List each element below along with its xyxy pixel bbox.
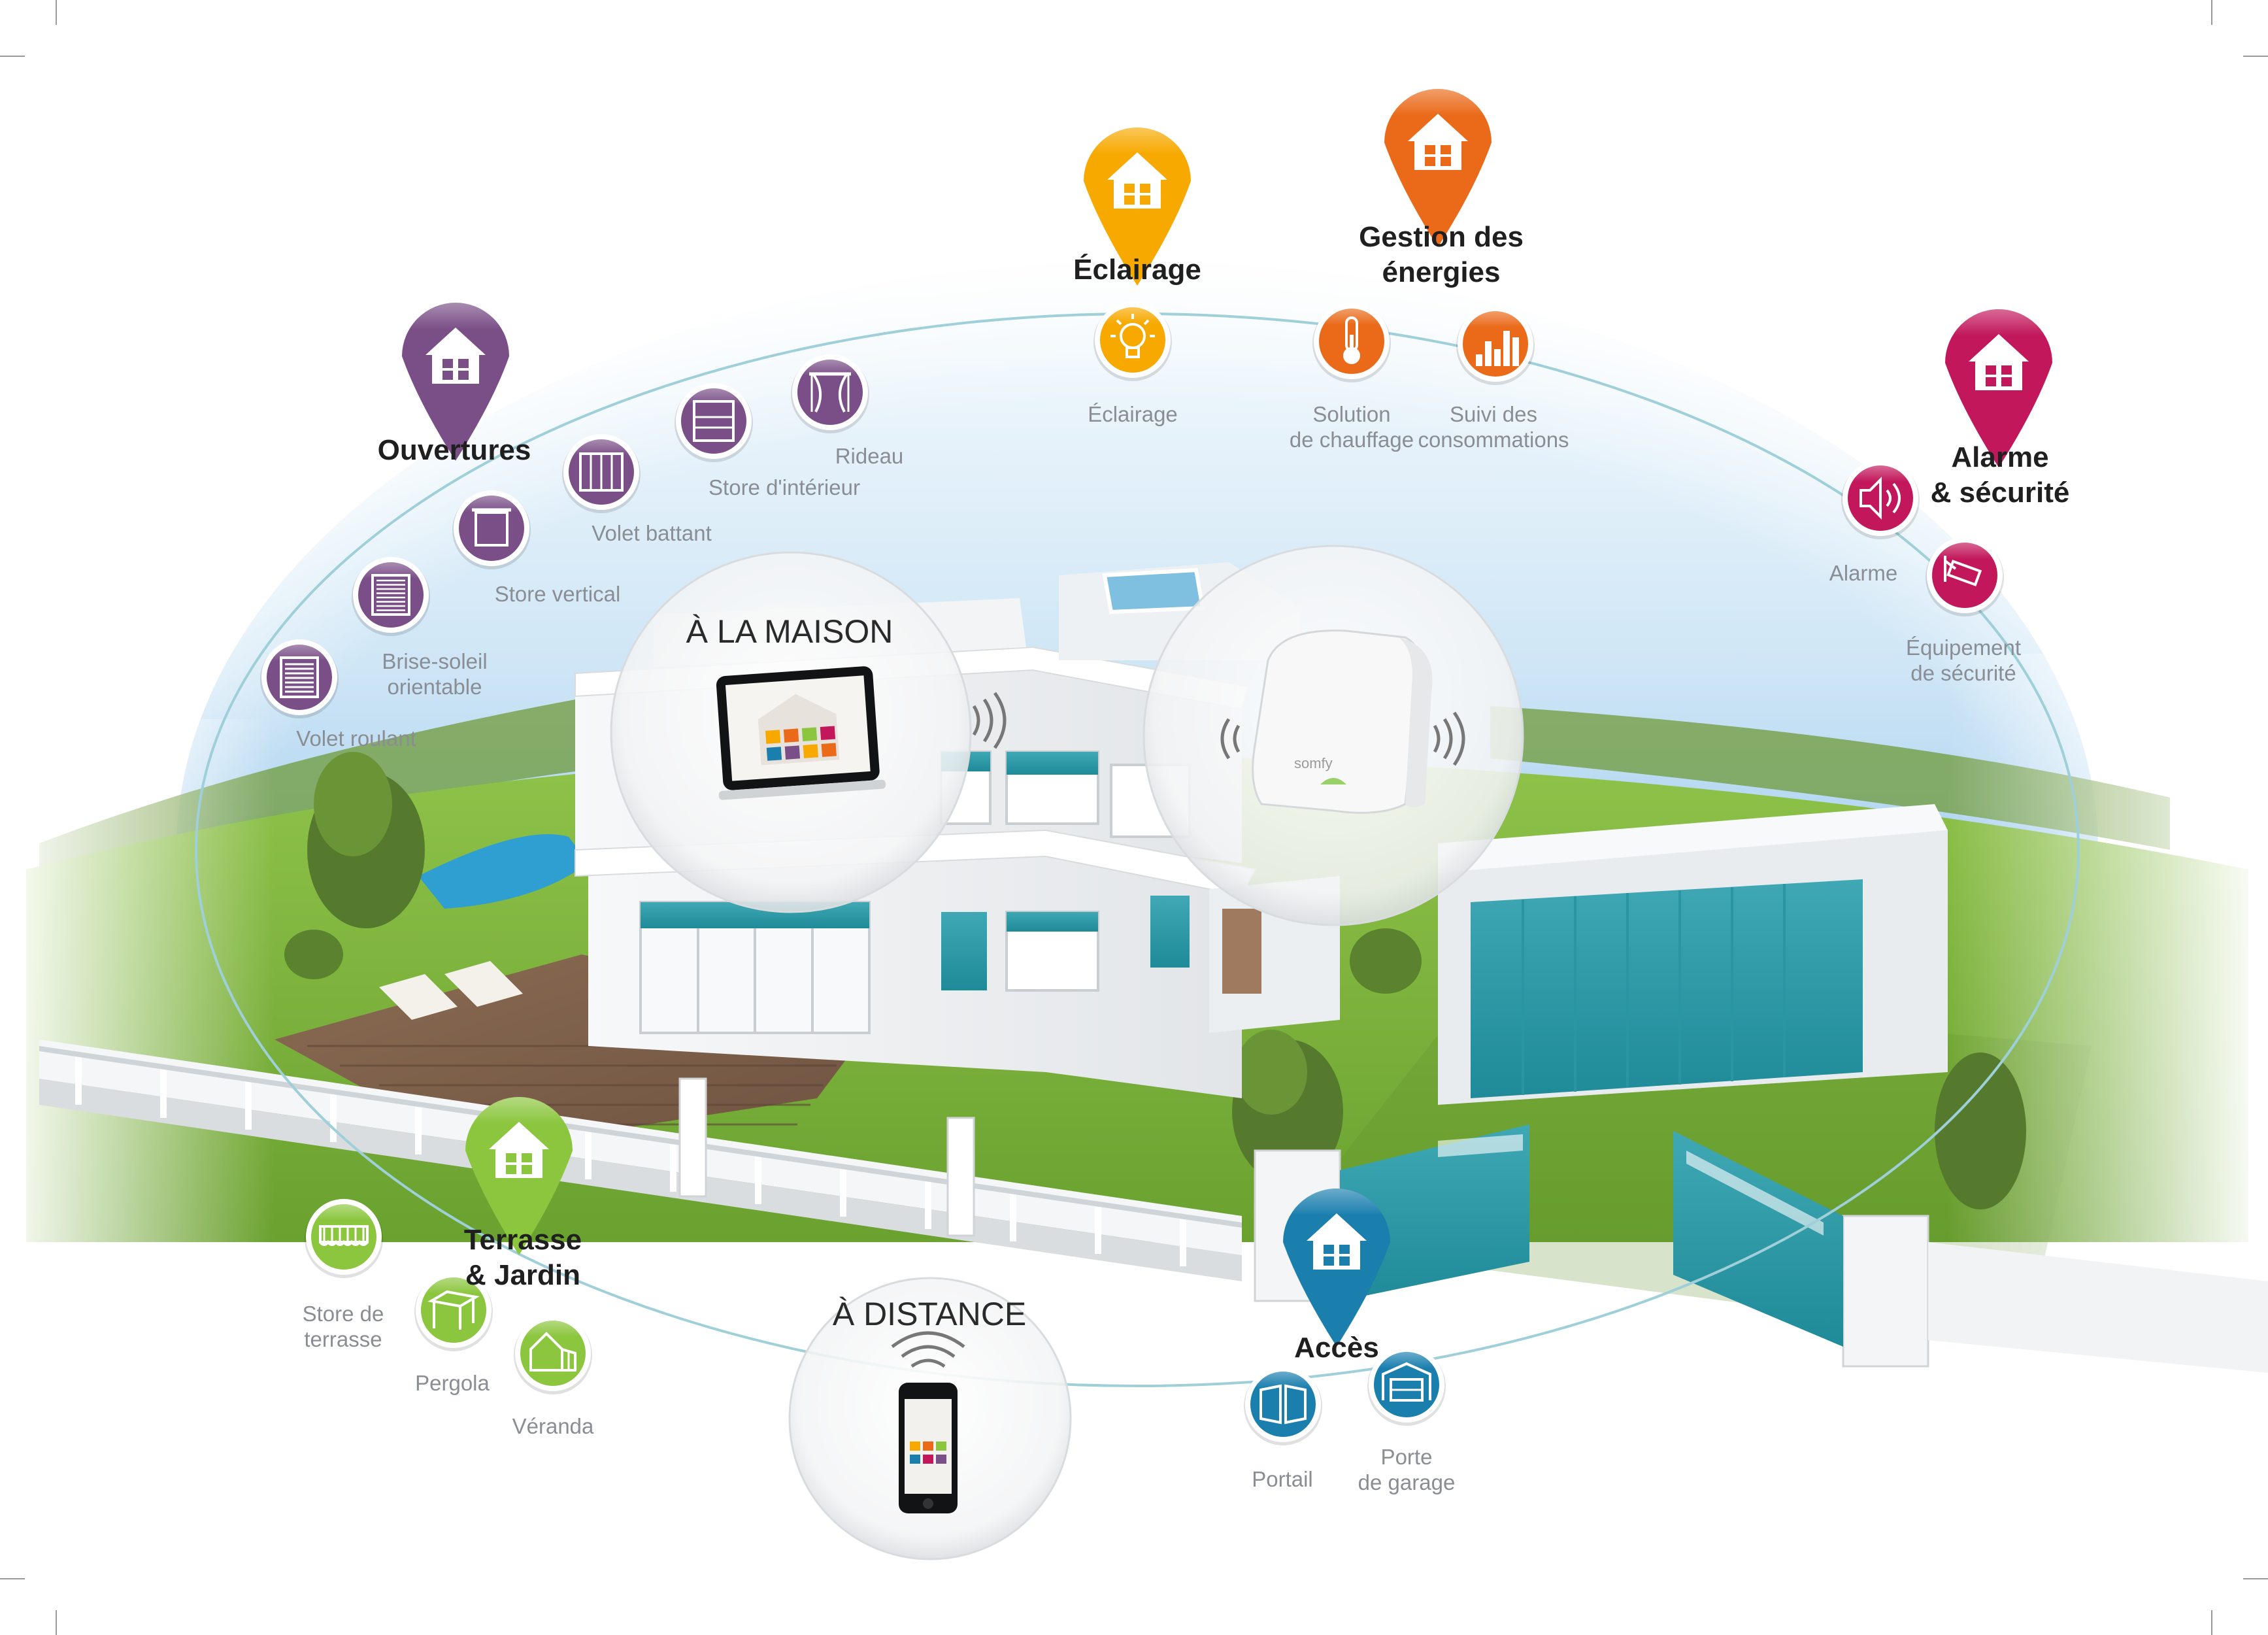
item-brise-soleil-label: Brise-soleil orientable	[382, 649, 488, 699]
tablet-device	[716, 666, 886, 800]
front-fence	[39, 1039, 2268, 1373]
camera-icon	[1944, 556, 1982, 586]
item-volet-roulant-label: Volet roulant	[296, 726, 416, 750]
item-porte-garage-label: Porte de garage	[1358, 1445, 1456, 1494]
phone-signal-icon	[891, 1331, 965, 1368]
smartphone-device	[899, 1383, 958, 1513]
gate-icon	[1259, 1384, 1307, 1424]
item-pergola-button[interactable]	[414, 1272, 493, 1351]
home-bubble	[610, 551, 1007, 913]
item-store-interieur-label: Store d'intérieur	[709, 475, 860, 499]
item-consommations-label: Suivi des consommations	[1418, 402, 1569, 452]
item-veranda-label: Véranda	[512, 1414, 594, 1438]
item-pergola-label: Pergola	[415, 1371, 490, 1395]
marker-acces-icon	[1283, 1188, 1390, 1347]
bar-chart-icon	[1476, 331, 1519, 366]
light-bulb-icon	[1110, 314, 1155, 358]
marker-eclairage-icon	[1084, 127, 1191, 286]
item-store-vertical-button[interactable]	[452, 490, 531, 569]
marker-energies-icon	[1384, 89, 1492, 247]
item-porte-garage-button[interactable]	[1367, 1347, 1446, 1426]
somfy-box-device	[1252, 630, 1433, 814]
item-volet-battant-button[interactable]	[562, 434, 641, 513]
marker-terrasse-icon	[465, 1097, 573, 1255]
category-alarme-title: Alarme & sécurité	[1930, 441, 2070, 509]
garage	[1438, 804, 1948, 1105]
awning-icon	[319, 1225, 369, 1246]
marker-ouvertures-icon	[402, 303, 509, 461]
item-portail-label: Portail	[1252, 1467, 1313, 1491]
box-signal-left-icon	[1220, 718, 1241, 760]
category-ouvertures-title: Ouvertures	[377, 434, 531, 466]
item-equipement-label: Équipement de sécurité	[1905, 635, 2022, 685]
garage-door-icon	[1382, 1362, 1431, 1402]
category-energies-title: Gestion des énergies	[1359, 221, 1524, 288]
item-eclairage-button[interactable]	[1093, 302, 1172, 381]
item-veranda-button[interactable]	[514, 1315, 592, 1394]
item-rideau-button[interactable]	[791, 354, 869, 433]
box-signal-right-icon	[1433, 711, 1465, 766]
item-rideau-label: Rideau	[835, 444, 904, 468]
item-alarme-label: Alarme	[1829, 561, 1898, 585]
category-acces-title: Accès	[1294, 1332, 1379, 1364]
category-terrasse-title: Terrasse & Jardin	[463, 1224, 582, 1291]
item-chauffage-button[interactable]	[1312, 303, 1391, 382]
item-chauffage-label: Solution de chauffage	[1289, 402, 1414, 452]
hinged-shutter-icon	[579, 452, 624, 492]
item-store-vertical-label: Store vertical	[494, 582, 621, 606]
trees	[284, 752, 2026, 1209]
item-eclairage-label: Éclairage	[1088, 402, 1178, 426]
pool	[418, 834, 588, 909]
louvre-icon	[371, 574, 410, 616]
box-bubble	[1142, 545, 1524, 926]
zone-home-title: À LA MAISON	[686, 613, 893, 650]
interior-blind-icon	[693, 400, 735, 442]
item-store-terrasse-button[interactable]	[305, 1199, 383, 1278]
zone-remote-title: À DISTANCE	[832, 1296, 1027, 1332]
vertical-blind-icon	[472, 508, 511, 547]
item-brise-soleil-button[interactable]	[352, 557, 430, 636]
remote-bubble	[788, 1277, 1072, 1560]
item-volet-battant-label: Volet battant	[592, 521, 712, 545]
tablet-signal-icon	[972, 692, 1007, 749]
marker-alarme-icon	[1945, 309, 2052, 467]
speaker-icon	[1859, 477, 1901, 520]
item-store-interieur-button[interactable]	[675, 383, 753, 462]
pergola-icon	[427, 1290, 480, 1330]
item-alarme-button[interactable]	[1841, 460, 1920, 539]
item-portail-button[interactable]	[1244, 1366, 1322, 1445]
roller-shutter-icon	[280, 656, 319, 698]
category-eclairage-title: Éclairage	[1073, 254, 1201, 286]
thermometer-icon	[1343, 316, 1360, 364]
box-brand-logo: somfy	[1294, 755, 1333, 771]
entrance-gates	[1340, 1124, 1843, 1347]
item-volet-roulant-button[interactable]	[260, 639, 339, 718]
item-store-terrasse-label: Store de terrasse	[302, 1302, 384, 1351]
curtain-icon	[809, 372, 851, 413]
item-equipement-button[interactable]	[1926, 537, 2004, 616]
item-consommations-button[interactable]	[1456, 306, 1535, 385]
veranda-icon	[529, 1332, 576, 1372]
